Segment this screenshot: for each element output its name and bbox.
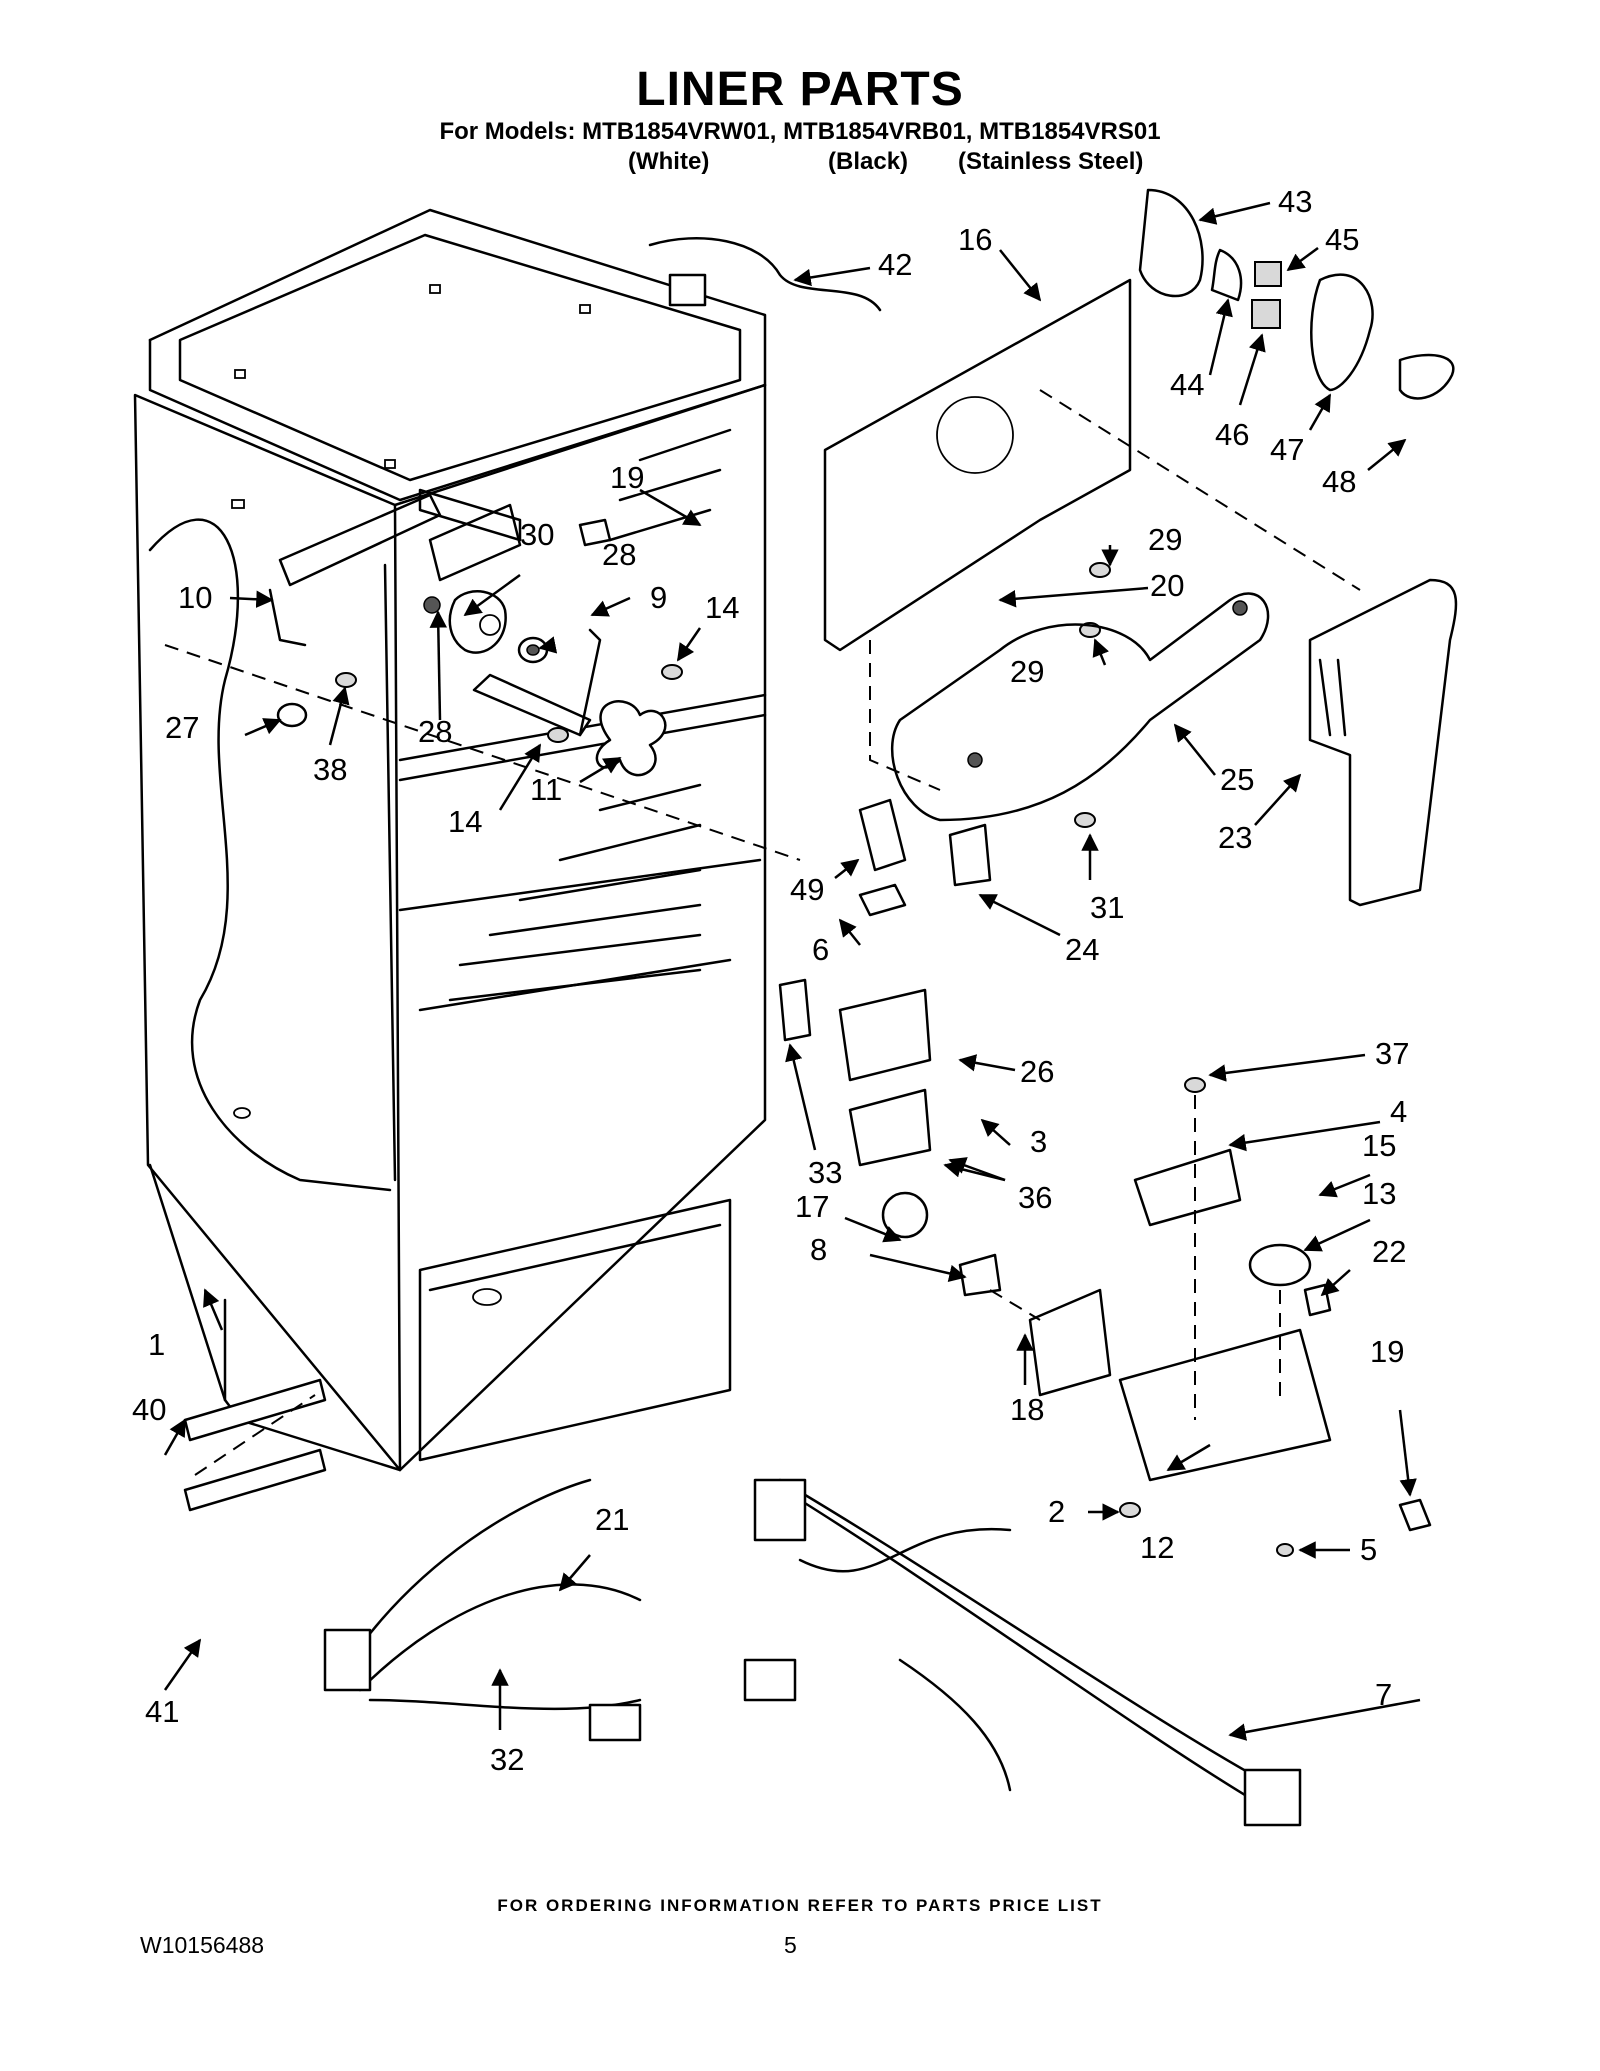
callout-16: 16 [958,222,992,257]
callout-26: 26 [1020,1054,1054,1089]
callout-38: 38 [313,752,347,787]
callout-12: 12 [1140,1530,1174,1565]
callout-19a: 19 [610,460,644,495]
callout-44: 44 [1170,367,1204,402]
callout-33: 33 [808,1155,842,1190]
callout-31: 31 [1090,890,1124,925]
callout-15: 15 [1362,1128,1396,1163]
callout-10: 10 [178,580,212,615]
models-line: For Models: MTB1854VRW01, MTB1854VRB01, … [439,118,1161,145]
callout-5: 5 [1360,1532,1377,1567]
evaporator-cover [823,188,1458,907]
callout-47: 47 [1270,432,1304,467]
callout-27: 27 [165,710,199,745]
callout-41: 41 [145,1694,179,1729]
control-parts [183,798,1432,1532]
callout-49: 49 [790,872,824,907]
callout-6: 6 [812,932,829,967]
screws [335,562,1294,1557]
callout-17: 17 [795,1189,829,1224]
callout-32: 32 [490,1742,524,1777]
callout-29b: 29 [1010,654,1044,689]
callout-14b: 14 [448,804,482,839]
callout-2: 2 [1048,1494,1065,1529]
callout-22: 22 [1372,1234,1406,1269]
assembly-lines [164,389,1361,1476]
callout-37: 37 [1375,1036,1409,1071]
wire-harnesses [323,237,1302,1827]
callout-46: 46 [1215,417,1249,452]
callout-40: 40 [132,1392,166,1427]
callout-14a: 14 [705,590,739,625]
callout-30: 30 [520,517,554,552]
callout-19b: 19 [1370,1334,1404,1369]
callout-21: 21 [595,1502,629,1537]
liner-cabinet [133,208,767,1472]
callout-1: 1 [148,1327,165,1362]
variant-white: (White) [628,148,710,175]
variant-black: (Black) [828,148,909,175]
callout-9: 9 [650,580,667,615]
callout-25: 25 [1220,762,1254,797]
callout-48: 48 [1322,464,1356,499]
callout-28b: 28 [418,714,452,749]
callout-42: 42 [878,247,912,282]
callout-13: 13 [1362,1176,1396,1211]
callout-45: 45 [1325,222,1359,257]
callout-29a: 29 [1148,522,1182,557]
callout-11: 11 [530,772,562,807]
variant-stainless: (Stainless Steel) [958,148,1144,175]
callout-23: 23 [1218,820,1252,855]
ordering-note: FOR ORDERING INFORMATION REFER TO PARTS … [497,1896,1103,1915]
document-number: W10156488 [140,1932,265,1958]
callout-8: 8 [810,1232,827,1267]
callout-28a: 28 [602,537,636,572]
page-title: LINER PARTS [636,63,964,116]
callout-3: 3 [1030,1124,1047,1159]
callout-4: 4 [1390,1094,1407,1129]
callout-43: 43 [1278,184,1312,219]
callout-36: 36 [1018,1180,1052,1215]
callout-7: 7 [1375,1677,1392,1712]
leader-arrows [163,201,1421,1741]
callout-labels: 1 2 3 4 5 6 7 8 9 10 11 12 13 14 14 15 1… [132,184,1409,1777]
callout-20: 20 [1150,568,1184,603]
callout-24: 24 [1065,932,1099,967]
callout-18: 18 [1010,1392,1044,1427]
page-number: 5 [784,1932,797,1958]
